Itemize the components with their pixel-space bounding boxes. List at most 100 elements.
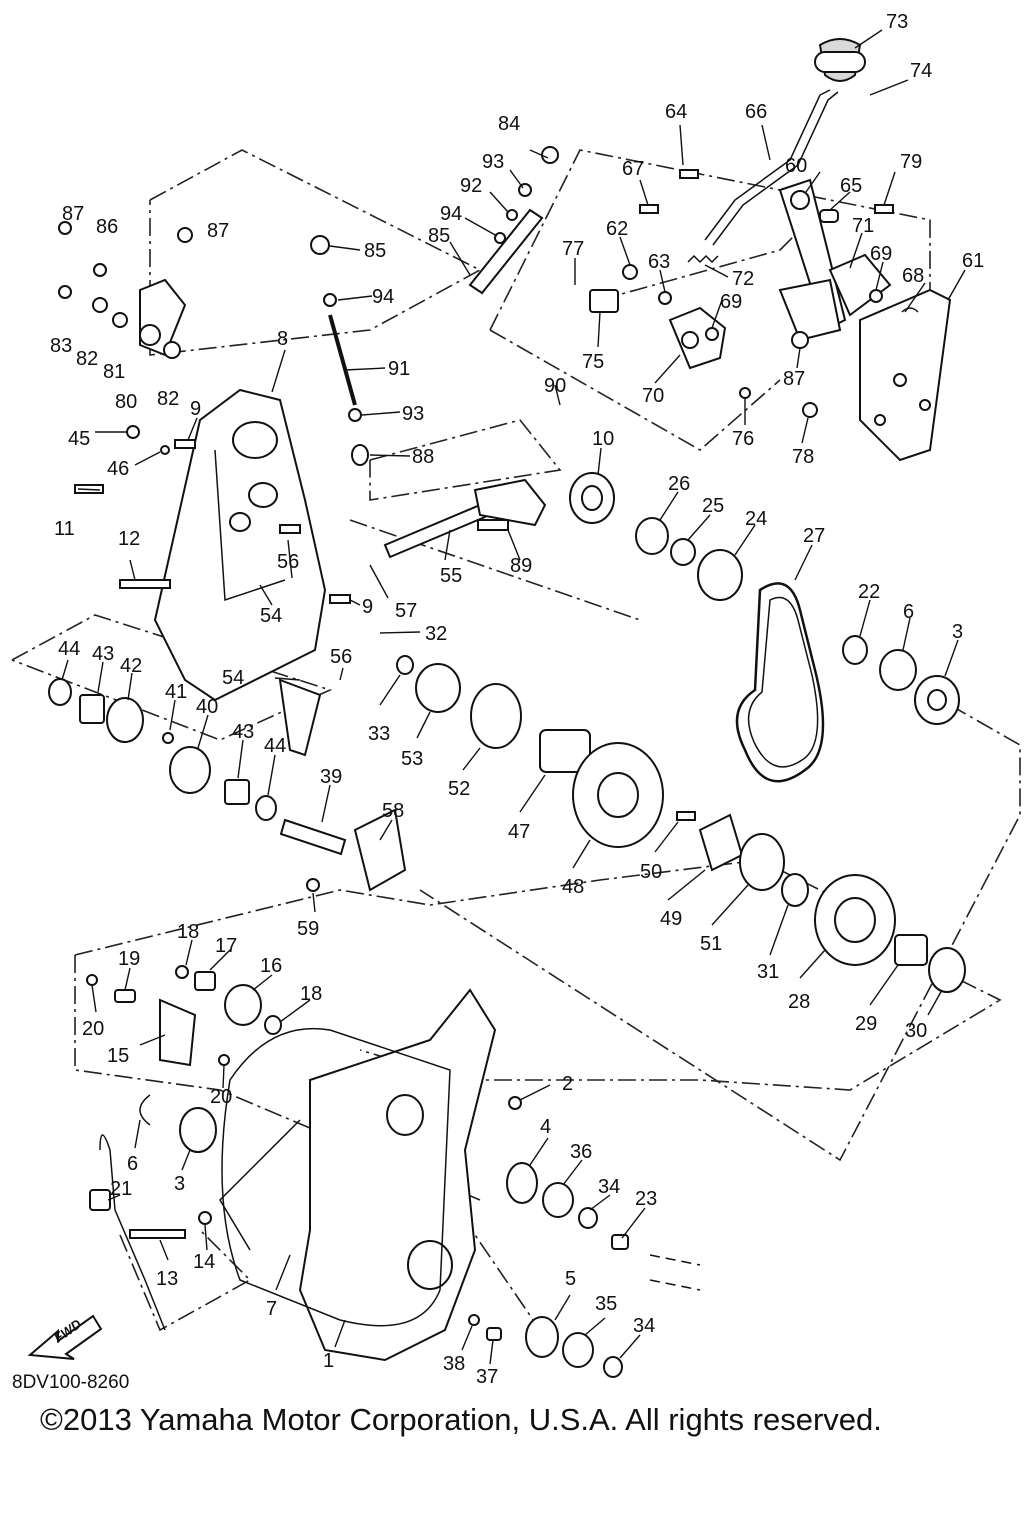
- callout-79: 79: [900, 151, 922, 173]
- callout-93: 93: [402, 403, 424, 425]
- callout-3: 3: [952, 621, 963, 643]
- callout-54: 54: [260, 605, 282, 627]
- callout-18: 18: [177, 921, 199, 943]
- callout-49: 49: [660, 908, 682, 930]
- callout-56: 56: [330, 646, 352, 668]
- callout-87: 87: [62, 203, 84, 225]
- copyright-notice: ©2013 Yamaha Motor Corporation, U.S.A. A…: [40, 1402, 882, 1437]
- diagram-code: 8DV100-8260: [12, 1372, 129, 1393]
- callout-72: 72: [732, 268, 754, 290]
- callout-38: 38: [443, 1353, 465, 1375]
- callout-19: 19: [118, 948, 140, 970]
- callout-20: 20: [82, 1018, 104, 1040]
- callout-78: 78: [792, 446, 814, 468]
- callout-29: 29: [855, 1013, 877, 1035]
- callout-68: 68: [902, 265, 924, 287]
- callout-52: 52: [448, 778, 470, 800]
- callout-60: 60: [785, 155, 807, 177]
- callout-94: 94: [372, 286, 394, 308]
- callout-6: 6: [127, 1153, 138, 1175]
- callout-17: 17: [215, 935, 237, 957]
- callout-25: 25: [702, 495, 724, 517]
- callout-58: 58: [382, 800, 404, 822]
- callout-73: 73: [886, 11, 908, 33]
- callout-75: 75: [582, 351, 604, 373]
- callout-86: 86: [96, 216, 118, 238]
- callout-62: 62: [606, 218, 628, 240]
- callout-90: 90: [544, 375, 566, 397]
- callout-8: 8: [277, 328, 288, 350]
- callout-45: 45: [68, 428, 90, 450]
- chain-case-housing: [86, 965, 701, 1378]
- callout-50: 50: [640, 861, 662, 883]
- callout-14: 14: [193, 1251, 215, 1273]
- callout-31: 31: [757, 961, 779, 983]
- callout-64: 64: [665, 101, 687, 123]
- callout-34: 34: [598, 1176, 620, 1198]
- callout-9: 9: [190, 398, 201, 420]
- callout-40: 40: [196, 696, 218, 718]
- forward-arrow-icon: FWD: [27, 1314, 103, 1360]
- callout-77: 77: [562, 238, 584, 260]
- callout-94: 94: [440, 203, 462, 225]
- callout-83: 83: [50, 335, 72, 357]
- callout-6: 6: [903, 601, 914, 623]
- callout-30: 30: [905, 1020, 927, 1042]
- callout-44: 44: [58, 638, 80, 660]
- callout-82: 82: [76, 348, 98, 370]
- callout-66: 66: [745, 101, 767, 123]
- callout-74: 74: [910, 60, 932, 82]
- callout-2: 2: [562, 1073, 573, 1095]
- shaft-bearing-group: [48, 472, 966, 993]
- callout-10: 10: [592, 428, 614, 450]
- callout-80: 80: [115, 391, 137, 413]
- callout-59: 59: [297, 918, 319, 940]
- shift-lever-assembly: [589, 38, 952, 462]
- callout-35: 35: [595, 1293, 617, 1315]
- callout-89: 89: [510, 555, 532, 577]
- callout-9: 9: [362, 596, 373, 618]
- callout-13: 13: [156, 1268, 178, 1290]
- callout-16: 16: [260, 955, 282, 977]
- callout-26: 26: [668, 473, 690, 495]
- callout-42: 42: [120, 655, 142, 677]
- callout-54: 54: [222, 667, 244, 689]
- callout-61: 61: [962, 250, 984, 272]
- callout-32: 32: [425, 623, 447, 645]
- callout-3: 3: [174, 1173, 185, 1195]
- callout-4: 4: [540, 1116, 551, 1138]
- callout-43: 43: [232, 721, 254, 743]
- callout-84: 84: [498, 113, 520, 135]
- callout-21: 21: [110, 1178, 132, 1200]
- callout-69: 69: [870, 243, 892, 265]
- callout-5: 5: [565, 1268, 576, 1290]
- callout-65: 65: [840, 175, 862, 197]
- callout-1: 1: [323, 1350, 334, 1372]
- callout-23: 23: [635, 1188, 657, 1210]
- callout-labels: 73 74 64 66 84 93 67 60 79 92 65 87 86 8…: [50, 11, 984, 1388]
- callout-93: 93: [482, 151, 504, 173]
- chain-case-cover: [58, 221, 351, 702]
- callout-53: 53: [401, 748, 423, 770]
- callout-87: 87: [783, 368, 805, 390]
- callout-82: 82: [157, 388, 179, 410]
- callout-27: 27: [803, 525, 825, 547]
- callout-28: 28: [788, 991, 810, 1013]
- callout-7: 7: [266, 1298, 277, 1320]
- callout-91: 91: [388, 358, 410, 380]
- callout-11: 11: [54, 518, 75, 540]
- callout-12: 12: [118, 528, 140, 550]
- callout-22: 22: [858, 581, 880, 603]
- callout-39: 39: [320, 766, 342, 788]
- callout-20: 20: [210, 1086, 232, 1108]
- callout-56: 56: [277, 551, 299, 573]
- callout-76: 76: [732, 428, 754, 450]
- callout-87: 87: [207, 220, 229, 242]
- callout-43: 43: [92, 643, 114, 665]
- callout-33: 33: [368, 723, 390, 745]
- callout-69: 69: [720, 291, 742, 313]
- callout-70: 70: [642, 385, 664, 407]
- callout-63: 63: [648, 251, 670, 273]
- callout-34: 34: [633, 1315, 655, 1337]
